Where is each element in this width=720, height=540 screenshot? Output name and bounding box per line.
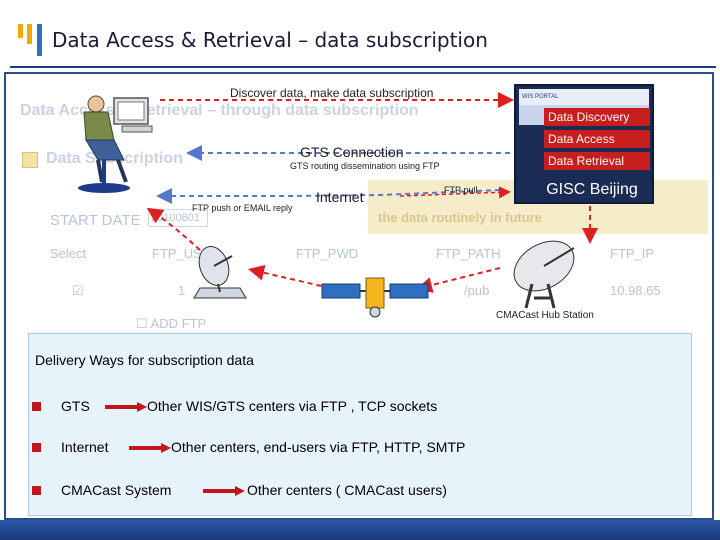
delivery-item-gts: GTS Other WIS/GTS centers via FTP , TCP …: [29, 398, 689, 418]
bg-checkbox-icon: [22, 152, 38, 168]
hub-station-label: CMACast Hub Station: [496, 310, 594, 321]
satellite-icon: [321, 277, 429, 318]
delivery-ways-panel: Delivery Ways for subscription data GTS …: [28, 333, 692, 516]
red-arrow-icon: [105, 402, 147, 412]
delivery-from: GTS: [61, 398, 90, 414]
user-computer-icon: [78, 95, 153, 193]
receiving-dish-icon: [193, 246, 247, 299]
bg-col-ftp-usr: FTP_USR: [152, 246, 212, 261]
bg-col-ftp-path: FTP_PATH: [436, 246, 501, 261]
portal-menu-data-access: Data Access: [544, 130, 650, 148]
delivery-to: Other centers, end-users via FTP, HTTP, …: [171, 439, 466, 455]
logo-bar-yellow-2: [27, 24, 32, 44]
ftp-push-label: FTP push or EMAIL reply: [192, 203, 293, 213]
ftp-pull-label: FTP pull: [444, 185, 478, 195]
hub-station-dish-icon: [513, 240, 575, 309]
gts-routing-label: GTS routing dissemination using FTP: [290, 161, 440, 171]
dish-to-user-arrow: [146, 207, 201, 251]
portal-menu-data-discovery: Data Discovery: [544, 108, 650, 126]
delivery-item-internet: Internet Other centers, end-users via FT…: [29, 439, 689, 459]
logo-bar-blue: [37, 24, 42, 56]
delivery-item-cmacast: CMACast System Other centers ( CMACast u…: [29, 482, 689, 502]
delivery-to: Other WIS/GTS centers via FTP , TCP sock…: [147, 398, 438, 414]
red-arrow-icon: [203, 486, 245, 496]
delivery-from: CMACast System: [61, 482, 172, 498]
portal-header: WIS PORTAL: [519, 89, 649, 105]
bullet-icon: [32, 486, 41, 495]
delivery-title: Delivery Ways for subscription data: [35, 352, 254, 368]
bg-row-usr: 1: [178, 283, 186, 298]
discover-label: Discover data, make data subscription: [230, 86, 434, 100]
gisc-beijing-label: GISC Beijing: [532, 178, 652, 202]
bg-col-select: Select: [50, 246, 87, 261]
bg-row-path: /pub: [464, 283, 490, 298]
bg-row-checkbox-icon: ☑: [72, 283, 84, 298]
footer-band: [0, 520, 720, 540]
bg-col-ftp-pwd: FTP_PWD: [296, 246, 359, 261]
delivery-to: Other centers ( CMACast users): [247, 482, 447, 498]
title-divider: [10, 66, 716, 68]
internet-arrow: [156, 188, 501, 204]
bullet-icon: [32, 402, 41, 411]
portal-menu-data-retrieval: Data Retrieval: [544, 152, 650, 170]
internet-label: Internet: [316, 189, 364, 205]
satellite-to-dish-arrow: [248, 264, 331, 289]
hub-to-satellite-arrow: [416, 267, 501, 293]
gts-connection-label: GTS Connection: [300, 144, 404, 160]
bg-col-ftp-ip: FTP_IP: [610, 246, 655, 261]
delivery-from: Internet: [61, 439, 109, 455]
bg-row-ip: 10.98.65: [610, 283, 661, 298]
bg-add-ftp-button: ☐ ADD FTP: [136, 316, 206, 332]
red-arrow-icon: [129, 443, 171, 453]
bullet-icon: [32, 443, 41, 452]
page-title: Data Access & Retrieval – data subscript…: [52, 28, 488, 52]
bg-notice-text: the data routinely in future: [378, 210, 542, 225]
logo-bar-yellow-1: [18, 24, 23, 38]
bg-add-ftp-checkbox-icon: ☐: [136, 316, 148, 331]
bg-add-ftp-label: ADD FTP: [150, 316, 207, 331]
bg-start-date-label: START DATE: [50, 212, 141, 229]
